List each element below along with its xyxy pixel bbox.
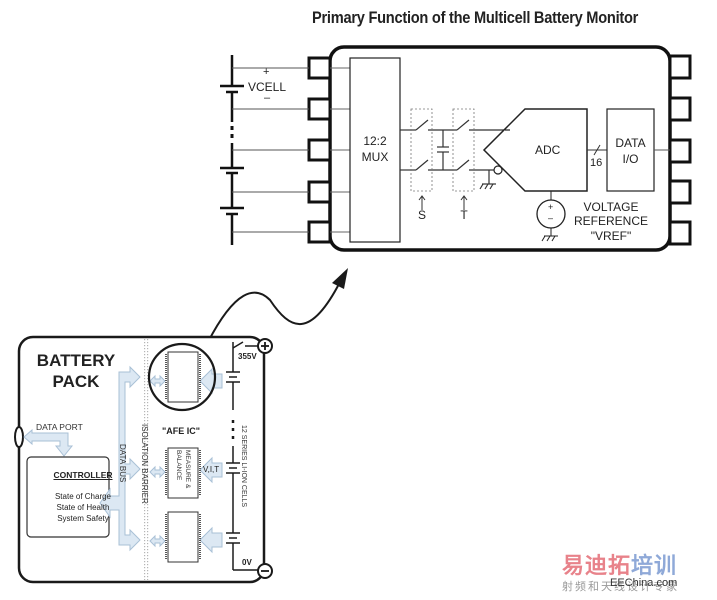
mux-input-wires [330, 67, 350, 233]
afe-chip-1 [165, 351, 201, 403]
data-port-connector[interactable] [14, 426, 24, 448]
left-pins [307, 56, 332, 244]
pin [307, 220, 332, 244]
vcell-label: VCELL [248, 80, 287, 94]
battery-pack-title: BATTERY PACK [34, 350, 118, 392]
mux-label-1: 12:2 [363, 134, 387, 148]
pin [307, 97, 332, 121]
watermark-tagline: 射频和天线设计专家 [562, 581, 679, 593]
vit-label: V,I,T [203, 465, 220, 474]
data-io-label-2: I/O [622, 152, 639, 166]
afe-chip-2 [165, 447, 201, 499]
monitor-chip [220, 45, 692, 252]
afe-ic-label: "AFE IC" [162, 426, 201, 436]
battery-pack-title-line2: PACK [52, 372, 100, 391]
vref-label-3: "VREF" [590, 229, 632, 243]
callout-arrow [207, 281, 341, 343]
callout-arrowhead [332, 268, 348, 289]
data-io-label-1: DATA [615, 136, 646, 150]
switch-s-box [410, 108, 433, 192]
data-io-block [606, 108, 655, 192]
switch-s-label: S [417, 208, 426, 222]
cells-label: 12 SERIES LI-ION CELLS [240, 425, 247, 508]
controller-function-safety: System Safety [57, 514, 109, 523]
isolation-barrier [143, 339, 149, 580]
vcell-minus: – [264, 92, 271, 104]
mux-label-2: MUX [361, 150, 389, 164]
watermark-site: EEChina.com [610, 577, 678, 589]
pin [668, 179, 692, 205]
diagram-title: Primary Function of the Multicell Batter… [312, 8, 639, 27]
isolation-barrier-label: ISOLATION BARRIER [140, 424, 149, 504]
data-bus-label: DATA BUS [118, 444, 127, 483]
pin [307, 180, 332, 204]
watermark-brand-blue: 培训 [631, 553, 678, 578]
switch-t-label: T [460, 208, 468, 222]
vref-label-2: REFERENCE [573, 214, 648, 228]
right-pins [668, 54, 692, 246]
mux-block [349, 57, 401, 243]
signal-path [400, 119, 505, 190]
afe-chip-3 [165, 511, 201, 563]
pin [668, 54, 692, 80]
adc-inverting-input [493, 165, 503, 175]
data-bus-arrows [99, 365, 223, 554]
pin [668, 96, 692, 122]
pin [668, 138, 692, 164]
cell-string [226, 341, 258, 571]
pin [307, 56, 332, 80]
vref-plus: + [548, 202, 554, 212]
data-port-label: DATA PORT [36, 422, 83, 432]
pin [668, 220, 692, 246]
battery-pack [14, 335, 273, 584]
data-bus-16 [587, 144, 607, 156]
magnifier-circle [147, 342, 217, 412]
pin [307, 138, 332, 162]
switch-t-box [452, 108, 475, 192]
vcell-plus: + [263, 66, 270, 78]
watermark-brand-red: 易迪拓 [562, 553, 632, 578]
controller-function-soc: State of Charge [54, 492, 112, 501]
bus-width-label: 16 [590, 157, 603, 169]
bottom-voltage-label: 0V [242, 558, 252, 567]
adc-label: ADC [535, 143, 561, 157]
controller-heading: CONTROLLER [53, 470, 113, 480]
controller-function-soh: State of Health [56, 503, 110, 512]
vref-label-1: VOLTAGE [583, 200, 639, 214]
data-port-arrow [23, 428, 74, 457]
top-voltage-label: 355V [238, 352, 257, 361]
vref-minus: – [548, 213, 554, 223]
watermark-brand: 易迪拓培训 [562, 548, 677, 580]
afe-function-label: MEASURE & BALANCE [175, 450, 191, 489]
battery-pack-title-line1: BATTERY [36, 351, 116, 370]
cell-stack [220, 55, 309, 245]
